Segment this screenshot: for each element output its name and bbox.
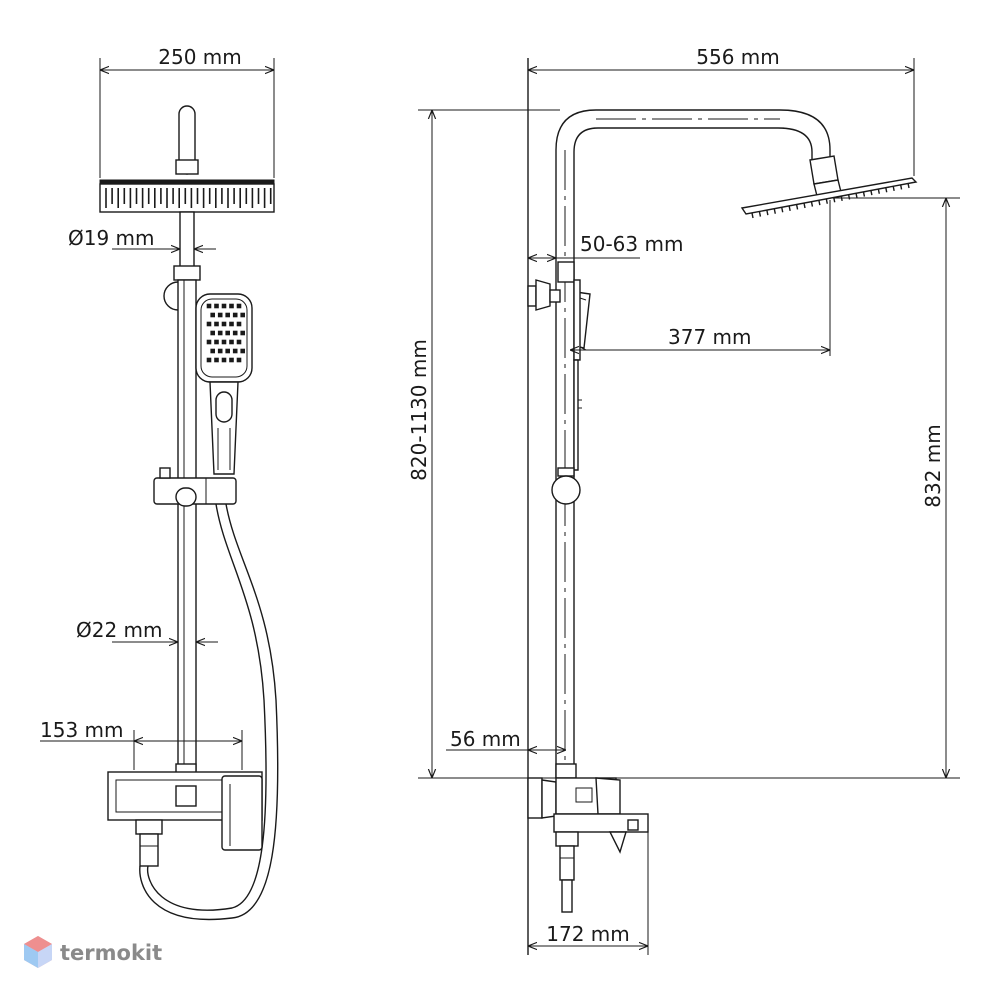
side-outlet-nut (555, 831, 579, 847)
front-head-connector (175, 159, 199, 175)
side-wall-flange (527, 777, 543, 819)
dim-side-hand-offset: 377 mm (668, 325, 752, 349)
side-head-swivel (809, 155, 839, 185)
front-hose-connector (139, 833, 159, 867)
front-slide-holder (153, 477, 237, 505)
front-hand-shower-holes (206, 303, 245, 363)
dim-side-height-range: 820-1130 mm (407, 339, 431, 481)
side-lever-tip (608, 831, 627, 854)
side-top-clamp (557, 261, 575, 283)
front-top-clamp (173, 265, 201, 281)
side-pipe-inner (573, 127, 813, 778)
termokit-wordmark: termokit (60, 941, 162, 965)
side-mixer-nut (541, 779, 557, 819)
termokit-cube-icon (24, 936, 52, 968)
front-hose-outer (146, 503, 267, 911)
front-main-bar (177, 279, 197, 771)
side-bracket-body (535, 279, 551, 311)
side-rain-head-nozzles (751, 182, 910, 219)
dim-side-mixer-depth: 172 mm (546, 922, 630, 946)
front-rain-head (99, 183, 275, 213)
front-hose-inner (139, 503, 279, 921)
front-holder-clip (175, 487, 197, 507)
side-wall-plate (527, 285, 537, 307)
dim-side-width: 556 mm (696, 45, 780, 69)
side-hand-handle (573, 359, 579, 471)
dim-side-bracket: 50-63 mm (580, 232, 683, 256)
front-mixer-center (175, 785, 197, 807)
front-handle-button (215, 391, 233, 423)
front-head-pipe (179, 211, 195, 273)
dim-front-width: 250 mm (158, 45, 242, 69)
front-holder-knob (159, 467, 171, 479)
side-mixer-lever (553, 813, 649, 833)
dim-front-bar: Ø22 mm (76, 618, 163, 642)
side-rain-head (740, 177, 918, 215)
dim-front-mixer: 153 mm (40, 718, 124, 742)
side-hose-end (561, 879, 573, 913)
termokit-logo: termokit (24, 936, 162, 968)
side-outlet (559, 845, 575, 881)
side-slider-knob (557, 467, 575, 477)
side-mixer-coupling (555, 763, 577, 779)
front-rain-head-nozzles (105, 188, 272, 208)
front-hose-nut (135, 819, 163, 835)
side-view: 556 mm 820-1130 mm 50-63 mm 377 mm 832 m… (407, 45, 960, 955)
side-pipe-outer (555, 109, 831, 778)
side-mixer-cartridge (595, 777, 621, 815)
front-view: 250 mm Ø19 mm Ø22 mm 153 mm (40, 45, 279, 921)
dim-side-wall-offset: 56 mm (450, 727, 521, 751)
dim-side-head-height: 832 mm (921, 424, 945, 508)
side-slider (551, 475, 581, 505)
dim-front-head-pipe: Ø19 mm (68, 226, 155, 250)
front-mixer-lever (221, 775, 263, 851)
